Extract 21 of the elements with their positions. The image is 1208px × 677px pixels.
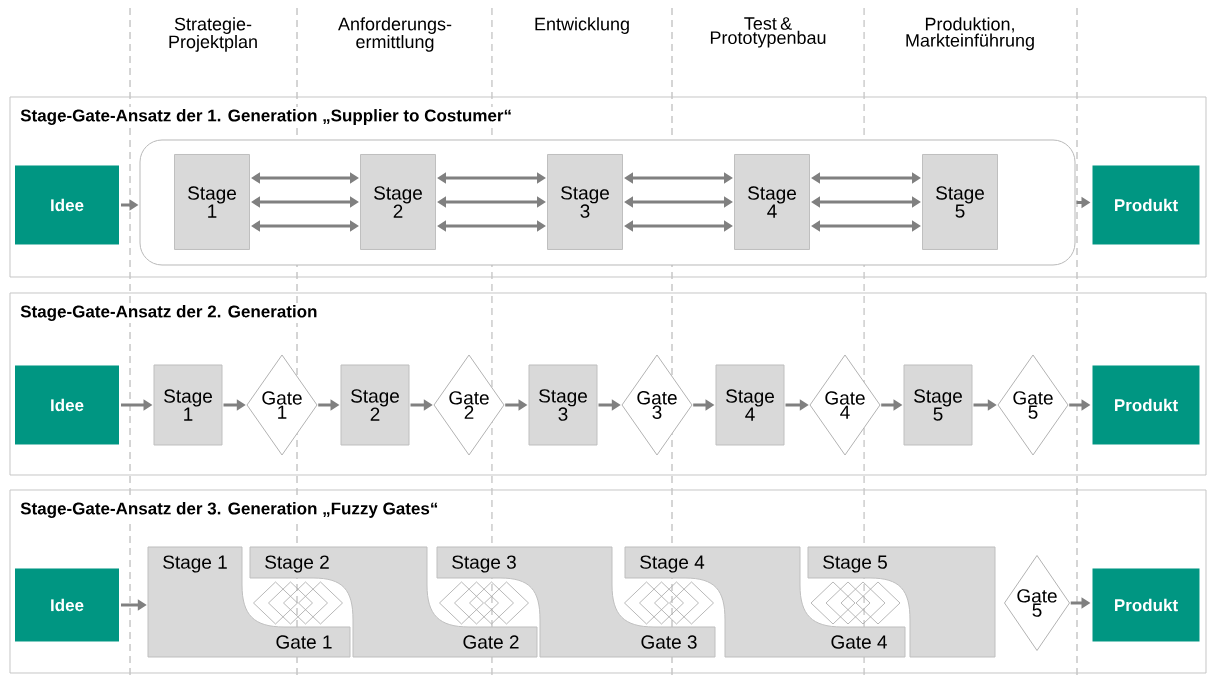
- start-box: Idee: [14, 567, 120, 643]
- phase-label: Produktion, Markteinführung: [906, 17, 1034, 51]
- end-box: Produkt: [1091, 164, 1201, 246]
- phase-label: Test & Prototypenbau: [710, 17, 826, 48]
- phase-label: Entwicklung: [535, 17, 629, 34]
- stage-box: Stage 4: [734, 154, 810, 250]
- end-box: Produkt: [1091, 567, 1201, 643]
- stage-box: Stage 5: [903, 364, 973, 446]
- stage-box: Stage 2: [360, 154, 436, 250]
- stage-box: Stage 1: [174, 154, 250, 250]
- stage-box: Stage 3: [547, 154, 623, 250]
- start-box: Idee: [14, 164, 120, 246]
- stage-box: Stage 2: [340, 364, 410, 446]
- end-box: Produkt: [1091, 364, 1201, 446]
- phase-label: Anforderungs- ermittlung: [338, 17, 452, 52]
- stage-box: Stage 4: [715, 364, 785, 446]
- phase-label: Strategie- Projektplan: [169, 17, 257, 52]
- stage-box: Stage 1: [153, 364, 223, 446]
- stage-box: Stage 3: [528, 364, 598, 446]
- stage-box: Stage 5: [922, 154, 998, 250]
- start-box: Idee: [14, 364, 120, 446]
